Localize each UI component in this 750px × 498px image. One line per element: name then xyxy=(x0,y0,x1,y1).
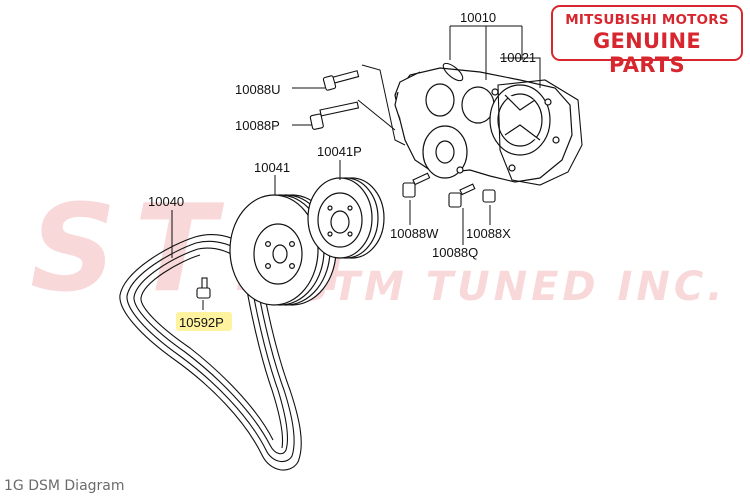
watermark-tagline: STM TUNED INC. xyxy=(300,264,726,310)
label-10088p[interactable]: 10088P xyxy=(235,118,280,133)
pump-gasket xyxy=(497,79,583,186)
badge-title: GENUINE PARTS xyxy=(592,29,702,77)
label-10088q[interactable]: 10088Q xyxy=(432,245,478,260)
label-10592p[interactable]: 10592P xyxy=(179,315,224,330)
diagram-caption: 1G DSM Diagram xyxy=(4,478,125,494)
bolt-10592p xyxy=(196,277,211,299)
bolt-10088w xyxy=(402,172,431,198)
label-10088w[interactable]: 10088W xyxy=(390,226,439,241)
bolt-10088u xyxy=(322,70,360,91)
label-10041[interactable]: 10041 xyxy=(254,160,290,175)
bolt-10088p xyxy=(309,101,360,130)
label-10041p[interactable]: 10041P xyxy=(317,144,362,159)
label-10088u[interactable]: 10088U xyxy=(235,82,281,97)
o-ring xyxy=(442,62,464,82)
genuine-parts-badge: MITSUBISHI MOTORS GENUINE PARTS xyxy=(551,5,743,77)
bolt-10088x xyxy=(482,189,496,203)
label-10088x[interactable]: 10088X xyxy=(466,226,511,241)
leader-lines xyxy=(171,25,541,310)
label-10010[interactable]: 10010 xyxy=(460,10,496,25)
label-10021[interactable]: 10021 xyxy=(500,50,536,65)
part-labels: 10010 10021 10088U 10088P 10041 10041P 1… xyxy=(148,10,536,330)
water-pump xyxy=(394,67,573,183)
bolt-10088q xyxy=(448,183,476,208)
part-highlight xyxy=(176,312,232,331)
pump-pulley xyxy=(307,177,385,259)
label-10040[interactable]: 10040 xyxy=(148,194,184,209)
badge-brand: MITSUBISHI MOTORS xyxy=(565,12,729,28)
